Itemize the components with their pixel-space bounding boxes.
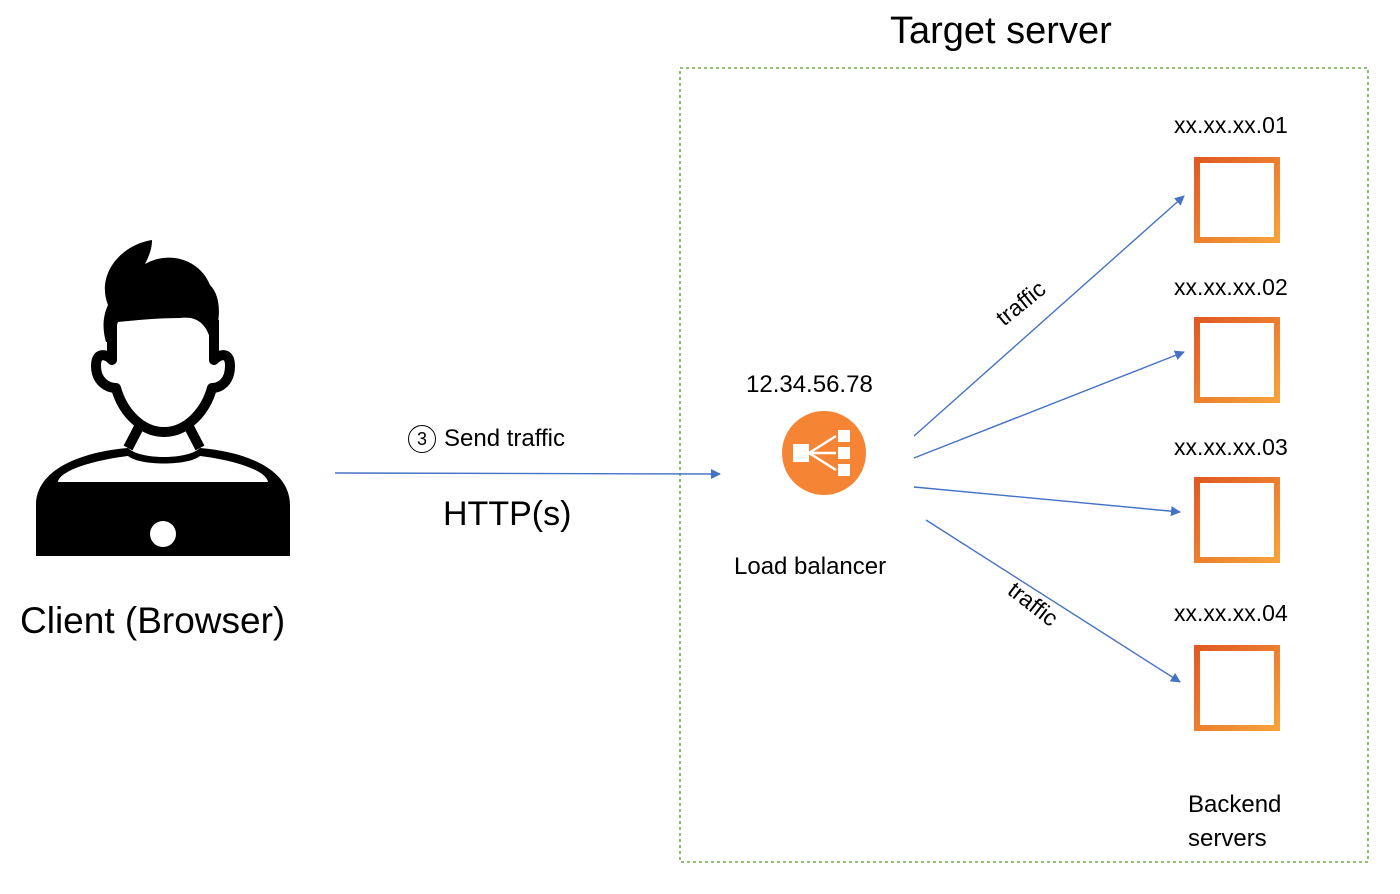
backend-servers-label: Backend servers: [1188, 791, 1282, 852]
ec2-instance-icon-2: [1185, 308, 1289, 412]
target-server-title: Target server: [890, 10, 1112, 52]
send-traffic-step: 3 Send traffic: [408, 425, 565, 453]
step-label: Send traffic: [444, 425, 565, 452]
ec2-instance-icon-1: [1185, 148, 1289, 252]
load-balancer-icon: [782, 411, 866, 495]
server-ip-2: xx.xx.xx.02: [1174, 274, 1288, 300]
request-arrow: [334, 468, 721, 479]
traffic-arrow-1: [913, 195, 1185, 437]
traffic-arrow-3: [913, 486, 1181, 517]
client-label: Client (Browser): [20, 600, 286, 641]
load-balancer-label: Load balancer: [734, 553, 887, 580]
ec2-instance-icon-3: [1185, 468, 1289, 572]
person-with-laptop-icon: [36, 240, 290, 556]
server-ip-1: xx.xx.xx.01: [1174, 112, 1288, 138]
traffic-arrow-2: [913, 350, 1185, 459]
server-ip-3: xx.xx.xx.03: [1174, 434, 1288, 460]
ec2-instance-icon-4: [1185, 636, 1289, 740]
step-number: 3: [408, 425, 436, 453]
target-server-boundary: [679, 67, 1369, 863]
load-balancer-ip: 12.34.56.78: [746, 371, 873, 398]
server-ip-4: xx.xx.xx.04: [1174, 600, 1288, 626]
protocol-label: HTTP(s): [443, 495, 572, 533]
traffic-arrow-4: [925, 519, 1181, 683]
